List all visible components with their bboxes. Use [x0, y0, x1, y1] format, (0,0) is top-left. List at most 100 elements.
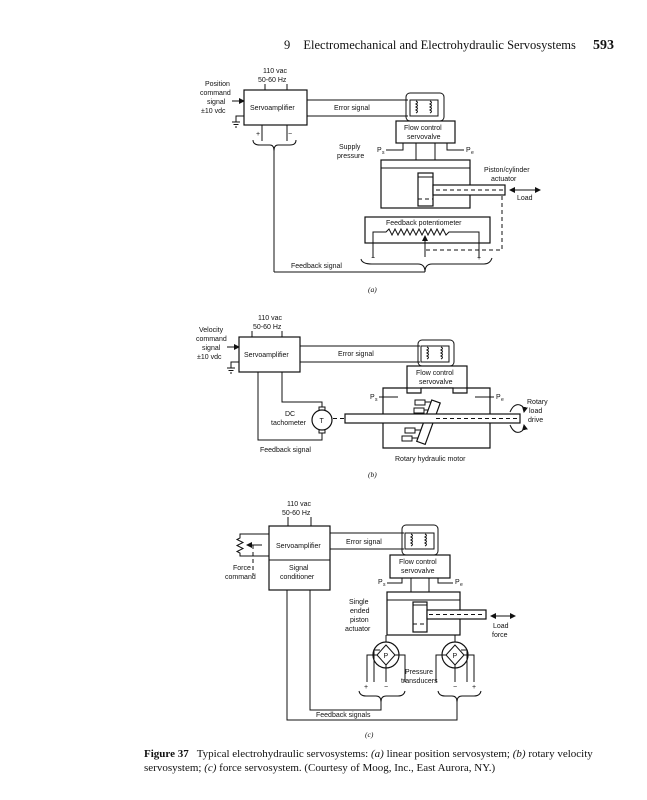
ps-label: P [377, 147, 382, 154]
command-label: command [196, 336, 227, 343]
signal-conditioner-label: Signal [289, 565, 309, 572]
supply-label: Supply [339, 144, 361, 151]
drive-label: drive [528, 417, 543, 424]
diagram-c-force: 110 vac 50-60 Hz Servoamplifier Signal c… [225, 501, 516, 739]
coil-icon [439, 346, 443, 360]
coil-icon [428, 100, 432, 114]
transducer-symbol: P [453, 653, 458, 660]
diagram-b-rotary-velocity: 110 vac 50-60 Hz Velocity command signal… [196, 315, 548, 479]
servovalve-box [389, 554, 451, 579]
chapter-number: 9 [284, 38, 291, 52]
feedback-signal-label: Feedback signal [291, 263, 342, 270]
chapter-title: Electromechanical and Electrohydraulic S… [303, 38, 576, 52]
caption-text: rotary velocity servosystem; [144, 748, 593, 774]
servovalve-label: servovalve [419, 379, 453, 386]
ground-icon [232, 115, 244, 128]
tachometer-symbol: T [320, 418, 325, 425]
coil-icon [409, 533, 413, 547]
caption-ref-c: (c) [204, 762, 217, 774]
transducer-symbol: P [384, 653, 389, 660]
minus-label: − [288, 131, 292, 138]
coil-icon [425, 346, 429, 360]
transducers-label: Pressure [405, 669, 433, 676]
caption-ref-a: (a) [370, 748, 384, 760]
ps-subscript: s [375, 397, 378, 403]
servoamplifier-box [268, 525, 331, 591]
page-number: 593 [592, 38, 614, 53]
pe-subscript: e [501, 397, 504, 403]
caption-text: Typical electrohydraulic servosystems: [196, 748, 371, 760]
power-label-line1: 110 vac [258, 315, 282, 322]
coil-icon [423, 533, 427, 547]
signal-conditioner-label: conditioner [280, 574, 315, 581]
command-label: signal [207, 99, 226, 106]
actuator-label: actuator [491, 176, 517, 183]
pe-label: P [496, 394, 501, 401]
figure-caption: Figure 37 Typical electrohydraulic servos… [144, 747, 614, 775]
figure-c-label: (c) [365, 730, 374, 739]
command-label: command [225, 574, 256, 581]
command-label: ±10 vdc [197, 354, 222, 361]
tachometer-label: DC [285, 411, 295, 418]
servoamplifier-box [243, 89, 308, 126]
figure-number: Figure 37 [144, 748, 189, 760]
ps-label: P [378, 579, 383, 586]
bracket [252, 139, 297, 152]
motor-label: Rotary hydraulic motor [395, 456, 466, 463]
command-potentiometer-icon [235, 533, 269, 557]
ps-subscript: s [382, 150, 385, 156]
potentiometer-label: Feedback potentiometer [386, 220, 462, 227]
tachometer-label: tachometer [271, 420, 307, 427]
actuator-label: actuator [345, 626, 371, 633]
ground-icon [227, 361, 239, 374]
resistor-icon [372, 227, 480, 258]
plus-label: + [477, 255, 481, 262]
caption-text: linear position servosystem; [383, 748, 513, 760]
actuator-label: Single [349, 599, 369, 606]
pe-label: P [466, 147, 471, 154]
power-label-line2: 50-60 Hz [282, 510, 311, 517]
command-label: Position [205, 81, 230, 88]
running-head: 9 Electromechanical and Electrohydraulic… [284, 38, 614, 54]
diagram-a-linear-position: 110 vac 50-60 Hz Position command signal… [200, 68, 541, 294]
load-label: Load [517, 195, 533, 202]
minus-label: − [453, 684, 457, 691]
servoamplifier-label: Servoamplifier [244, 352, 289, 359]
command-label: signal [202, 345, 221, 352]
ps-label: P [370, 394, 375, 401]
actuator-label: piston [350, 617, 369, 624]
power-label-line1: 110 vac [287, 501, 311, 508]
drive-label: load [529, 408, 542, 415]
feedback-signals-label: Feedback signals [316, 712, 371, 719]
ps-subscript: s [383, 582, 386, 588]
drive-label: Rotary [527, 399, 548, 406]
servovalve-label: servovalve [401, 568, 435, 575]
command-label: ±10 vdc [201, 108, 226, 115]
actuator-label: ended [350, 608, 370, 615]
figure-b-label: (b) [368, 470, 377, 479]
error-signal-label: Error signal [334, 105, 370, 112]
bracket [358, 690, 406, 703]
plus-label: + [364, 684, 368, 691]
supply-label: pressure [337, 153, 364, 160]
servovalve-label: Flow control [399, 559, 437, 566]
minus-label: − [384, 684, 388, 691]
load-label: force [492, 632, 508, 639]
error-signal-label: Error signal [338, 351, 374, 358]
actuator-label: Piston/cylinder [484, 167, 530, 174]
pe-subscript: e [460, 582, 463, 588]
motor-shaft [344, 413, 521, 424]
servovalve-label: Flow control [404, 125, 442, 132]
transducers-label: transducers [401, 678, 438, 685]
bracket [437, 690, 482, 703]
servovalve-box [395, 120, 456, 144]
feedback-signal-label: Feedback signal [260, 447, 311, 454]
servovalve-label: servovalve [407, 134, 441, 141]
power-label-line2: 50-60 Hz [258, 77, 287, 84]
bracket [360, 257, 493, 273]
servoamplifier-label: Servoamplifier [250, 105, 295, 112]
coil-icon [414, 100, 418, 114]
piston [417, 172, 434, 207]
power-label-line1: 110 vac [263, 68, 287, 75]
servovalve-label: Flow control [416, 370, 454, 377]
